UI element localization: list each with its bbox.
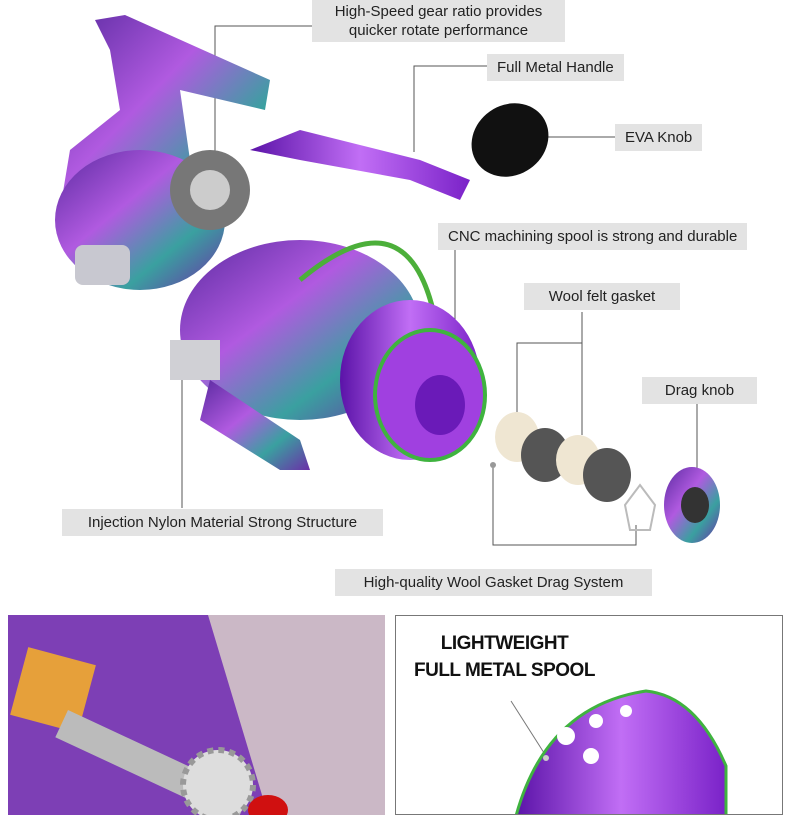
callout-text: quicker rotate performance [348,22,529,39]
gear-closeup-illustration [8,615,385,815]
callout-knob: EVA Knob [615,124,703,151]
callout-handle: Full Metal Handle [487,54,624,81]
spool-closeup-illustration [510,689,728,814]
callout-felt: Wool felt gasket [524,283,680,310]
callout-gear-ratio: High-Speed gear ratio provides quicker r… [312,0,565,42]
callout-drag-knob: Drag knob [642,377,757,404]
callout-drag-system: High-quality Wool Gasket Drag System [335,569,652,596]
eva-knob [471,103,549,177]
title-line-1: LIGHTWEIGHT [440,633,569,654]
title-line-2: FULL METAL SPOOL [414,660,595,681]
callout-spool: CNC machining spool is strong and durabl… [438,223,748,250]
detail-photo-gear [8,615,385,815]
detail-panel-spool: LIGHTWEIGHT FULL METAL SPOOL [395,615,783,815]
handle-arm [250,130,470,200]
spool-panel-title: LIGHTWEIGHT FULL METAL SPOOL [414,630,595,684]
reel-illustration [55,15,720,546]
callout-text: High-Speed gear ratio provides [334,3,543,20]
callout-body: Injection Nylon Material Strong Structur… [62,509,383,536]
